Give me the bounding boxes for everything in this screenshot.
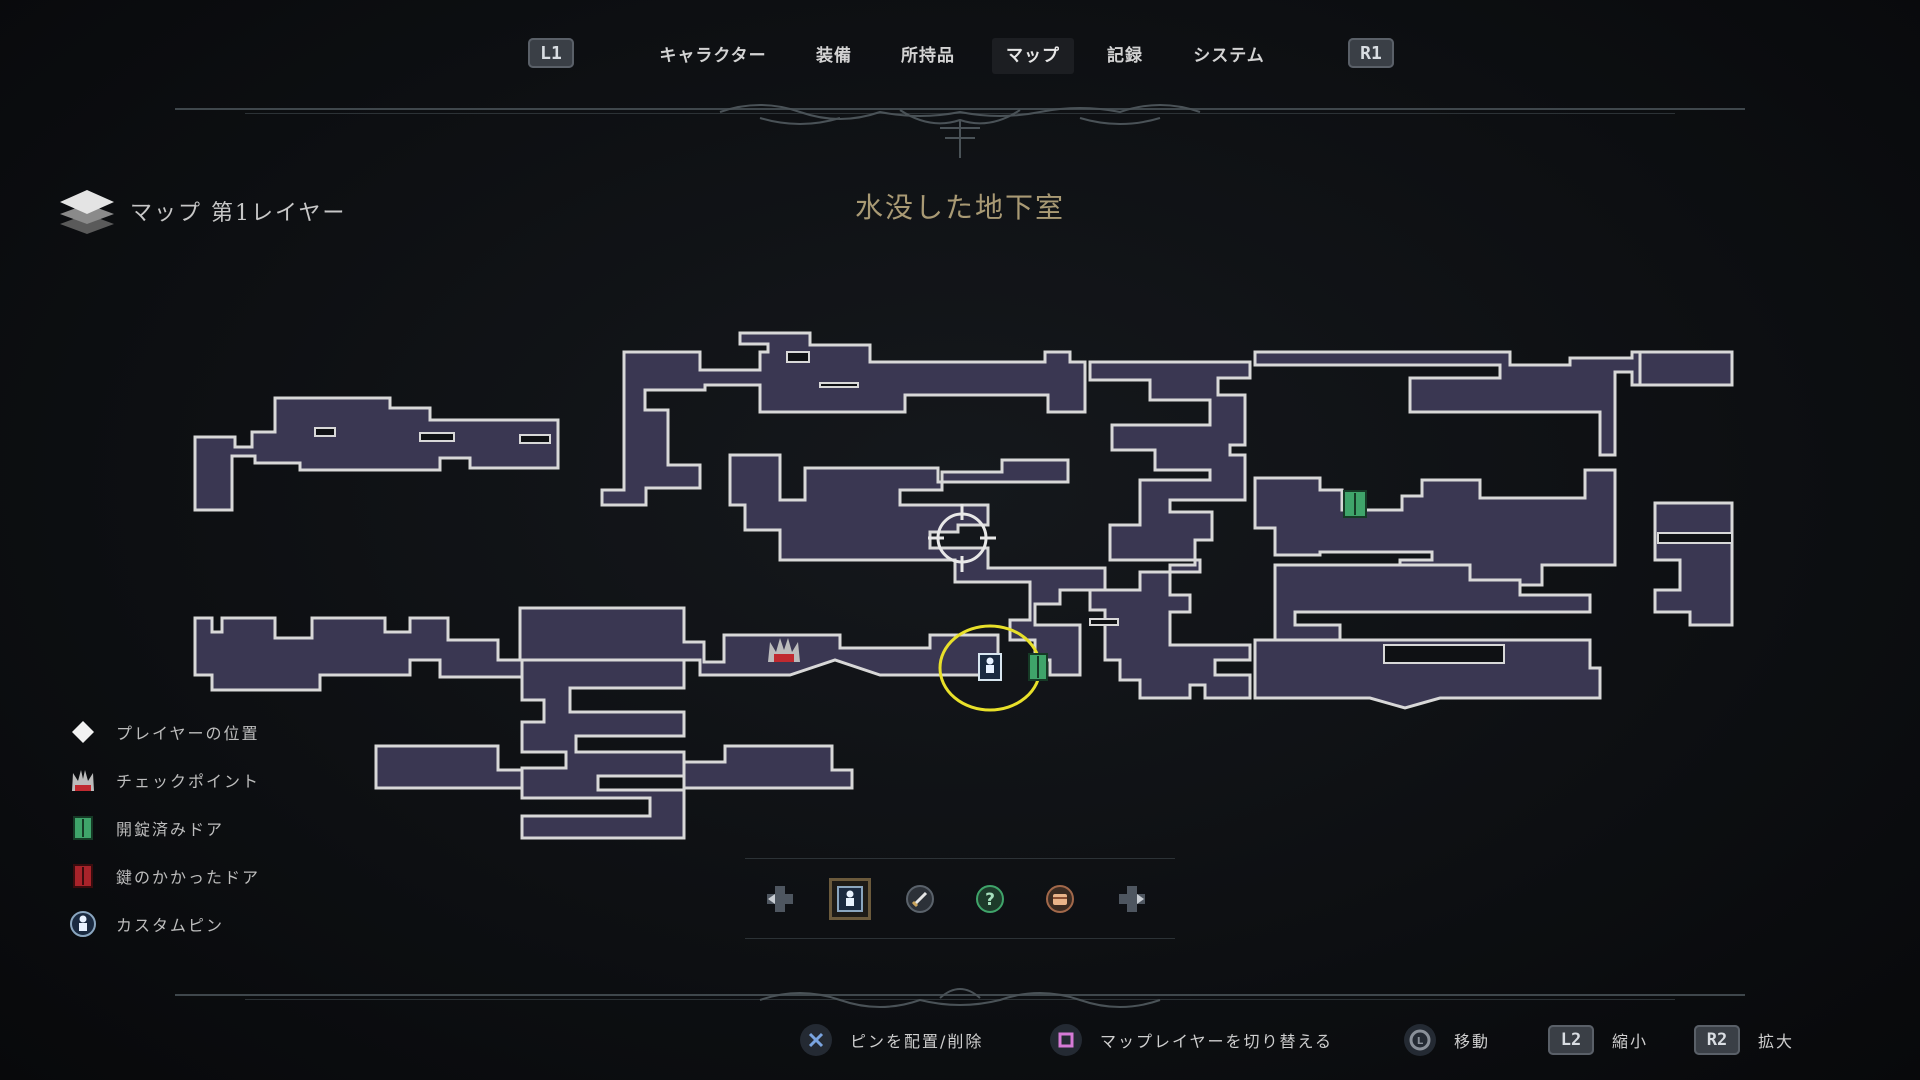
map-room bbox=[600, 331, 1087, 507]
legend-label: 開錠済みドア bbox=[116, 820, 225, 839]
chest-pin-icon bbox=[1046, 885, 1074, 913]
sword-pin-icon bbox=[906, 885, 934, 913]
map-room bbox=[682, 744, 854, 790]
hint-move[interactable]: L 移動 bbox=[1404, 1020, 1490, 1060]
hint-zoom-in[interactable]: R2 拡大 bbox=[1694, 1020, 1794, 1060]
unlocked-door-icon bbox=[68, 813, 98, 843]
tab-map[interactable]: マップ bbox=[992, 38, 1074, 74]
player-position-marker bbox=[928, 504, 996, 572]
map-layer-text: マップ 第1レイヤー bbox=[130, 201, 347, 226]
top-ornament bbox=[719, 104, 1201, 158]
checkpoint-icon bbox=[68, 765, 98, 795]
map-room bbox=[193, 396, 560, 512]
question-pin-icon: ? bbox=[976, 885, 1004, 913]
pin-prev-button[interactable] bbox=[759, 878, 801, 920]
cross-button-icon bbox=[800, 1024, 832, 1056]
bottom-ornament bbox=[759, 988, 1161, 1008]
map-room bbox=[520, 658, 686, 840]
hint-zoom-out[interactable]: L2 縮小 bbox=[1548, 1020, 1648, 1060]
custom-pin-marker[interactable] bbox=[978, 653, 1002, 681]
map-rooms bbox=[193, 331, 1734, 840]
top-navigation: L1 キャラクター 装備 所持品 マップ 記録 システム R1 bbox=[0, 30, 1920, 74]
r1-button[interactable]: R1 bbox=[1348, 38, 1394, 68]
hint-label: ピンを配置/削除 bbox=[850, 1032, 984, 1051]
map-room bbox=[374, 744, 524, 790]
dpad-left-icon bbox=[767, 886, 793, 912]
pin-next-button[interactable] bbox=[1111, 878, 1153, 920]
map-room bbox=[1653, 501, 1734, 627]
pin-option-question[interactable]: ? bbox=[969, 878, 1011, 920]
pin-option-chest[interactable] bbox=[1039, 878, 1081, 920]
locked-door-icon bbox=[68, 861, 98, 891]
legend-item: 鍵のかかったドア bbox=[68, 852, 260, 900]
legend-label: チェックポイント bbox=[116, 772, 261, 791]
hint-switch-layer[interactable]: マップレイヤーを切り替える bbox=[1050, 1020, 1333, 1060]
pinbar-bottom-line bbox=[745, 938, 1175, 939]
tab-character[interactable]: キャラクター bbox=[659, 46, 767, 66]
legend-label: 鍵のかかったドア bbox=[116, 868, 261, 887]
legend-label: プレイヤーの位置 bbox=[116, 724, 260, 743]
map-room-holes bbox=[314, 351, 1733, 664]
legend-item: 開錠済みドア bbox=[68, 804, 260, 852]
legend-item: プレイヤーの位置 bbox=[68, 708, 260, 756]
control-hints: ピンを配置/削除 マップレイヤーを切り替える L 移動 L2 縮小 R2 拡大 bbox=[0, 1020, 1920, 1060]
custom-pin-icon bbox=[837, 886, 863, 912]
tab-equipment[interactable]: 装備 bbox=[816, 46, 852, 66]
area-title: 水没した地下室 bbox=[854, 191, 1065, 224]
map-room bbox=[1088, 360, 1252, 700]
left-stick-icon: L bbox=[1404, 1024, 1436, 1056]
pinbar-top-line bbox=[745, 858, 1175, 859]
map-room bbox=[1253, 350, 1734, 457]
tab-inventory[interactable]: 所持品 bbox=[901, 46, 955, 66]
top-divider-thin bbox=[245, 113, 1675, 114]
layers-icon bbox=[60, 190, 114, 234]
bottom-divider-thin bbox=[245, 999, 1675, 1000]
hint-label: 縮小 bbox=[1612, 1032, 1649, 1051]
square-button-icon bbox=[1050, 1024, 1082, 1056]
bottom-divider bbox=[175, 994, 1745, 996]
tab-system[interactable]: システム bbox=[1193, 46, 1265, 66]
pin-option-custom[interactable] bbox=[829, 878, 871, 920]
pin-toolbar: ? bbox=[745, 858, 1175, 942]
unlocked-door-marker[interactable] bbox=[1028, 653, 1048, 681]
legend-item: チェックポイント bbox=[68, 756, 260, 804]
dpad-right-icon bbox=[1119, 886, 1145, 912]
pin-option-sword[interactable] bbox=[899, 878, 941, 920]
hint-label: 拡大 bbox=[1758, 1032, 1795, 1051]
unlocked-door-marker[interactable] bbox=[1343, 490, 1367, 518]
map-room bbox=[728, 453, 1107, 677]
map-room bbox=[1638, 350, 1734, 387]
r2-button-icon: R2 bbox=[1694, 1025, 1740, 1055]
hint-label: 移動 bbox=[1454, 1032, 1491, 1051]
map-layer-label[interactable]: マップ 第1レイヤー bbox=[58, 186, 346, 236]
top-divider bbox=[175, 108, 1745, 110]
map-room bbox=[193, 606, 1000, 692]
map-legend: プレイヤーの位置 チェックポイント 開錠済みドア 鍵のかかったドア カスタムピン bbox=[68, 708, 260, 948]
legend-label: カスタムピン bbox=[116, 916, 225, 935]
custom-pin-icon bbox=[68, 909, 98, 939]
legend-item: カスタムピン bbox=[68, 900, 260, 948]
player-position-icon bbox=[68, 717, 98, 747]
hint-label: マップレイヤーを切り替える bbox=[1100, 1032, 1334, 1051]
svg-text:L: L bbox=[1417, 1036, 1424, 1047]
tab-records[interactable]: 記録 bbox=[1107, 46, 1143, 66]
l1-button[interactable]: L1 bbox=[528, 38, 574, 68]
checkpoint-marker[interactable] bbox=[768, 638, 800, 662]
map-room bbox=[1253, 638, 1602, 710]
hint-place-pin[interactable]: ピンを配置/削除 bbox=[800, 1020, 983, 1060]
l2-button-icon: L2 bbox=[1548, 1025, 1594, 1055]
svg-text:?: ? bbox=[985, 890, 995, 910]
